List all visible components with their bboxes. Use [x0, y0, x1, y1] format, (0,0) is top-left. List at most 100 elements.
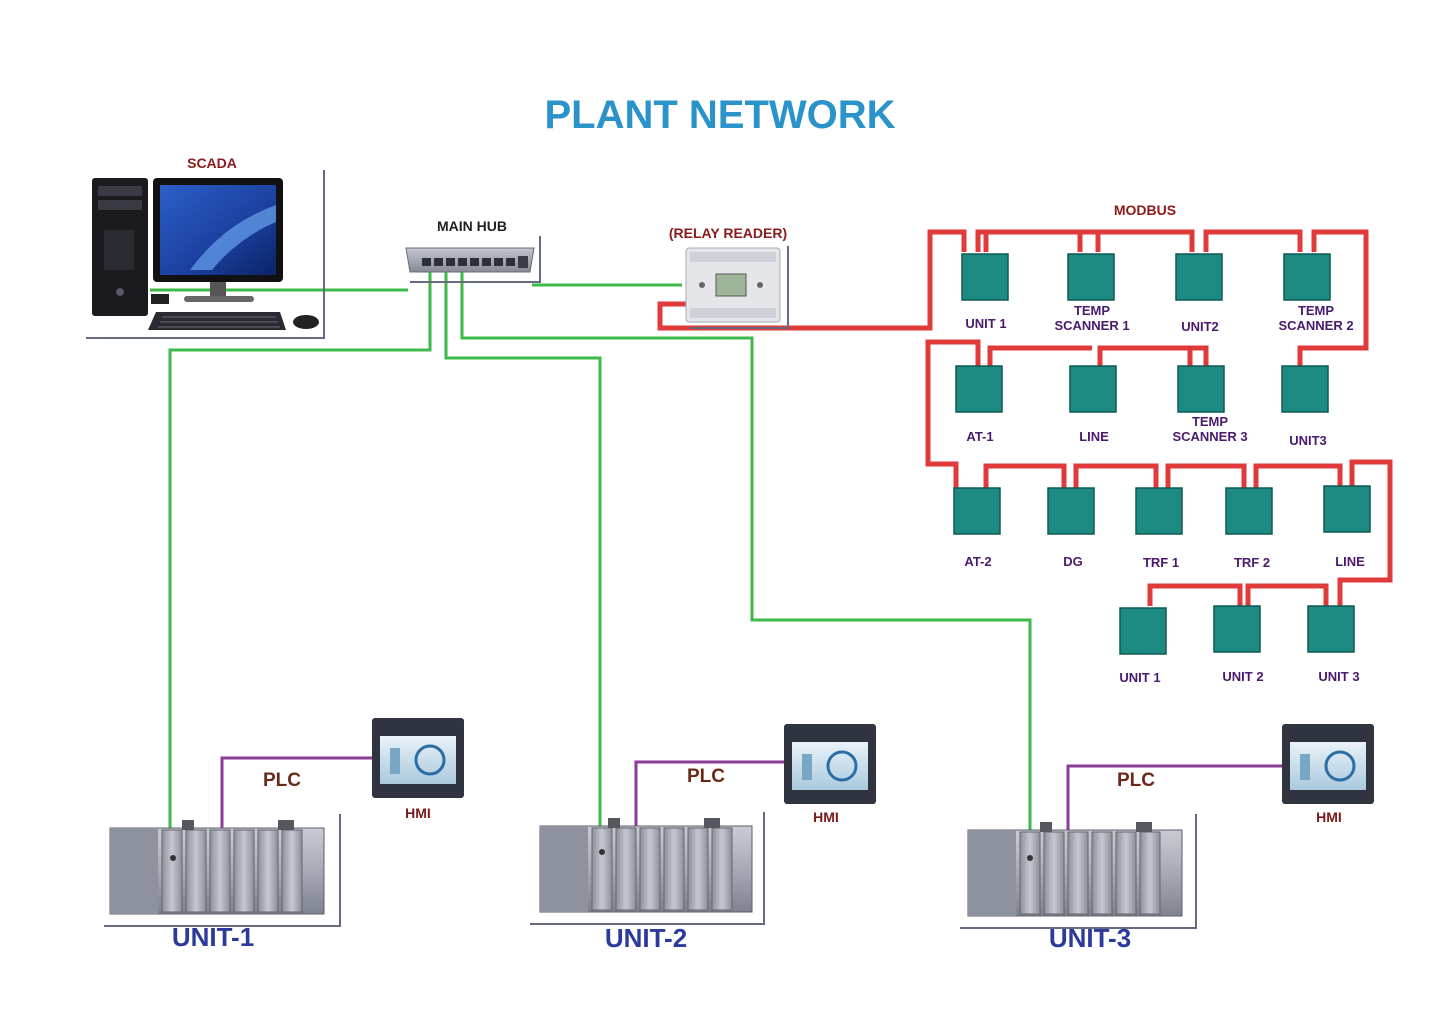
plc-power-supply — [110, 828, 158, 914]
modbus-label: MODBUS — [1114, 202, 1176, 218]
hmi-panel — [1282, 724, 1374, 804]
gauge-icon — [1324, 750, 1356, 782]
modbus-row1-chain — [975, 229, 1369, 366]
modbus-row-4: UNIT 1 UNIT 2 UNIT 3 — [1119, 605, 1360, 685]
plc-module — [1139, 831, 1161, 915]
relay-terminal-strip — [690, 252, 776, 262]
hmi-label: HMI — [813, 809, 839, 825]
plc-connector — [1040, 822, 1052, 832]
relay-display — [715, 273, 747, 297]
plc-rack — [109, 820, 325, 915]
modbus-device-unit2 — [1175, 253, 1223, 301]
plc-rack — [967, 822, 1183, 917]
power-button-icon — [116, 288, 124, 296]
hmi-label: HMI — [1316, 809, 1342, 825]
plc-module — [615, 827, 637, 911]
plc-status-led — [599, 849, 605, 855]
device-label: UNIT2 — [1181, 319, 1219, 334]
modbus-row-1: UNIT 1 TEMP SCANNER 1 UNIT2 TEMP SCANNER… — [961, 253, 1354, 334]
relay-indicator — [699, 282, 705, 288]
plc-connector — [278, 820, 294, 830]
unit3-frame — [960, 814, 1197, 929]
main-hub-label: MAIN HUB — [437, 218, 507, 234]
device-label: UNIT 2 — [1222, 669, 1263, 684]
unit1-frame — [104, 814, 341, 927]
unit2-plc-hmi-link — [634, 760, 784, 826]
relay-reader-label: (RELAY READER) — [669, 225, 787, 241]
plc-module — [663, 827, 685, 911]
hmi-panel — [372, 718, 464, 798]
device-label: AT-2 — [964, 554, 991, 569]
hmi-panel — [784, 724, 876, 804]
scada-label: SCADA — [187, 155, 237, 171]
plc-module — [1067, 831, 1089, 915]
modbus-network — [657, 229, 1393, 606]
device-label: SCANNER 3 — [1172, 429, 1247, 444]
modbus-device-unit-1b — [1119, 607, 1167, 655]
relay-indicator — [757, 282, 763, 288]
device-label: UNIT 1 — [1119, 670, 1160, 685]
plc-connector — [704, 818, 720, 828]
modbus-row-2: AT-1 LINE TEMP SCANNER 3 UNIT3 — [955, 365, 1329, 448]
hmi-bar — [1300, 754, 1310, 780]
scada-frame — [86, 170, 325, 339]
modbus-device-temp-scanner-1 — [1067, 253, 1115, 301]
keyboard-keys — [158, 316, 280, 328]
modbus-row4-chain — [1147, 583, 1329, 606]
device-label: LINE — [1335, 554, 1365, 569]
plc-module — [1115, 831, 1137, 915]
plc-connector — [182, 820, 194, 830]
device-label: DG — [1063, 554, 1083, 569]
plc-module — [209, 829, 231, 913]
hub-frame — [410, 236, 541, 283]
modbus-row-3: AT-2 DG TRF 1 TRF 2 LINE — [953, 485, 1371, 570]
unit-label: UNIT-3 — [1049, 923, 1131, 953]
relay-frame — [690, 246, 789, 329]
plc-label: PLC — [263, 770, 301, 791]
plc-module — [1091, 831, 1113, 915]
unit1-plc-hmi-link — [220, 756, 372, 828]
modbus-device-unit3 — [1281, 365, 1329, 413]
device-label: SCANNER 1 — [1054, 318, 1129, 333]
plc-module — [185, 829, 207, 913]
device-label: UNIT 3 — [1318, 669, 1359, 684]
relay-modbus-link — [657, 229, 967, 331]
hmi-label: HMI — [405, 805, 431, 821]
plc-status-led — [1027, 855, 1033, 861]
plc-connector — [608, 818, 620, 828]
unit-label: UNIT-1 — [172, 922, 254, 952]
unit-3-group: PLC HMI UNIT-3 — [960, 724, 1374, 953]
device-label: TRF 1 — [1143, 555, 1179, 570]
plc-module — [711, 827, 733, 911]
modbus-device-at-2 — [953, 487, 1001, 535]
device-label: TEMP — [1298, 303, 1334, 318]
device-label: LINE — [1079, 429, 1109, 444]
modbus-device-trf-1 — [1135, 487, 1183, 535]
plc-module — [1019, 831, 1041, 915]
hub-unit1-link — [168, 272, 432, 828]
device-label: AT-1 — [966, 429, 993, 444]
modbus-device-temp-scanner-3 — [1177, 365, 1225, 413]
hmi-bar — [802, 754, 812, 780]
pc-peripheral — [151, 294, 169, 304]
screen-wallpaper — [190, 205, 276, 270]
modbus-device-at-1 — [955, 365, 1003, 413]
main-hub: MAIN HUB — [405, 218, 541, 283]
plc-module — [1043, 831, 1065, 915]
pc-front-panel — [104, 230, 134, 270]
relay-terminal-strip — [690, 308, 776, 318]
plc-module — [281, 829, 303, 913]
device-label: UNIT 1 — [965, 316, 1006, 331]
plc-label: PLC — [687, 766, 725, 787]
scada-workstation: SCADA — [86, 155, 325, 339]
modbus-device-dg — [1047, 487, 1095, 535]
monitor-neck — [210, 282, 226, 296]
plc-module — [233, 829, 255, 913]
modbus-row2-chain — [925, 339, 1209, 488]
plc-module — [257, 829, 279, 913]
device-label: TRF 2 — [1234, 555, 1270, 570]
modbus-device-unit-2b — [1213, 605, 1261, 653]
hmi-bar — [390, 748, 400, 774]
hub-uplink-port — [518, 256, 528, 268]
